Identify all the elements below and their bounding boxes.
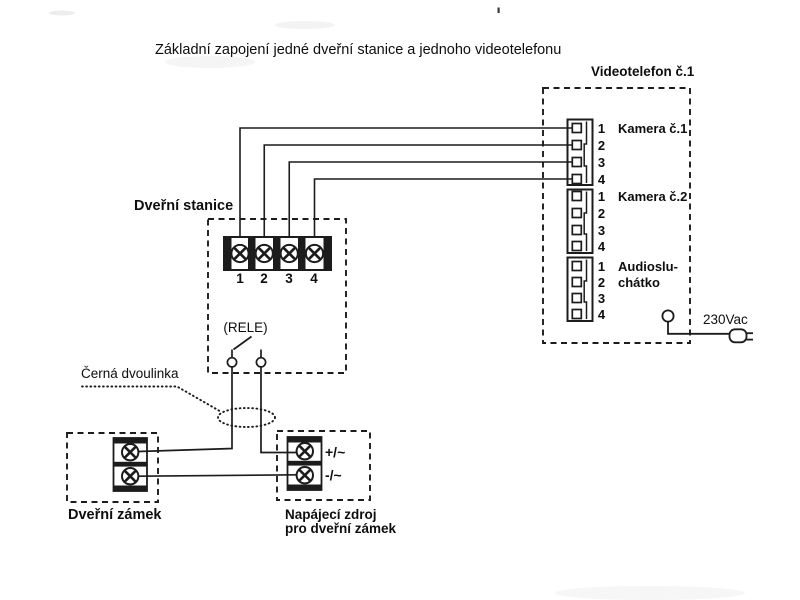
- pin-number: 1: [597, 120, 606, 136]
- camera1-pin: [571, 156, 583, 168]
- audio-pin: [571, 308, 583, 320]
- power-inlet-circle: [661, 309, 675, 323]
- pin-number: 4: [597, 306, 606, 322]
- wire-terminal1-pin1: [239, 127, 576, 236]
- pin-number: 2: [597, 205, 606, 221]
- connector-label-kamera1: Kamera č.1: [618, 120, 688, 136]
- connector-label-kamera2: Kamera č.2: [618, 188, 688, 204]
- pin-number: 3: [597, 222, 606, 238]
- diagram-title: Základní zapojení jedné dveřní stanice a…: [155, 42, 562, 58]
- camera1-pin: [571, 173, 583, 185]
- scan-smudge: [49, 10, 75, 16]
- camera2-connector-spine: [583, 191, 588, 251]
- pin-number: 3: [597, 154, 606, 170]
- camera2-pin: [571, 240, 583, 252]
- note-leader-line: [81, 385, 222, 413]
- power-supply-label-line1: Napájecí zdroj: [285, 506, 377, 522]
- wire-lock-to-supply: [138, 473, 298, 478]
- wire-terminal3-pin3: [288, 161, 576, 236]
- pin-number: 1: [597, 188, 606, 204]
- camera2-pin: [571, 190, 583, 202]
- cable-highlight-ellipse: [217, 407, 276, 428]
- cable-annotation: [81, 385, 276, 428]
- door-lock-box: [66, 432, 159, 503]
- pin-number: 4: [597, 238, 606, 254]
- camera1-pin: [571, 122, 583, 134]
- relay-switch: [226, 335, 267, 368]
- scan-smudge: [275, 21, 335, 29]
- door-station-terminal-number: 1: [236, 271, 244, 286]
- wire-lock-to-relay: [138, 366, 233, 453]
- connector-spines: [583, 121, 588, 319]
- audio-pin: [571, 260, 583, 272]
- plug-body: [728, 328, 748, 344]
- dashed-boxes: [66, 87, 691, 503]
- relay-contact: [226, 356, 238, 368]
- scan-speck: [497, 7, 500, 13]
- relay-contact: [255, 356, 267, 368]
- wire-terminal2-pin2: [263, 144, 576, 236]
- wire-relay-to-supply: [260, 366, 297, 454]
- scan-artifacts: [49, 7, 745, 600]
- lock-and-supply-screws: [121, 442, 314, 486]
- minus-terminal-label: -/~: [325, 467, 342, 483]
- pin-number: 2: [597, 274, 606, 290]
- camera2-pin: [571, 207, 583, 219]
- scan-smudge: [555, 586, 745, 600]
- screw-terminals: [230, 243, 325, 264]
- door-station-terminal-number: 4: [310, 271, 318, 286]
- door-station-terminal-number: 2: [260, 271, 268, 286]
- terminal-block-dividers: [224, 237, 331, 270]
- door-station-terminal-number: 3: [285, 271, 293, 286]
- videotelefon-label: Videotelefon č.1: [591, 64, 695, 79]
- relay-label: (RELE): [223, 319, 268, 335]
- pin-number: 2: [597, 137, 606, 153]
- power-supply-label-line2: pro dveřní zámek: [285, 521, 397, 536]
- plus-terminal-label: +/~: [325, 443, 346, 460]
- wire-note-label: Černá dvoulinka: [81, 366, 179, 381]
- door-station-box: [207, 218, 347, 374]
- audio-pin: [571, 276, 583, 288]
- connector-pins: [571, 122, 583, 320]
- audio-connector-spine: [583, 259, 588, 319]
- audio-pin: [571, 292, 583, 304]
- voltage-label: 230Vac: [703, 312, 748, 327]
- door-station-label: Dveřní stanice: [134, 198, 234, 214]
- connector-label-audio-line2: chátko: [618, 274, 660, 290]
- signal-wires: [239, 127, 576, 236]
- lock-circuit-wires: [138, 366, 298, 478]
- connector-label-audio-line1: Audioslu-: [618, 258, 678, 274]
- pin-number: 4: [597, 171, 606, 187]
- power-plug: [661, 309, 753, 344]
- relay-arm: [233, 335, 252, 351]
- camera1-connector-spine: [583, 121, 588, 183]
- videotelefon-box: [542, 87, 691, 344]
- door-lock-label: Dveřní zámek: [68, 507, 162, 523]
- power-cord: [667, 321, 730, 335]
- camera1-pin: [571, 139, 583, 151]
- door-station-terminal-block: [223, 236, 332, 271]
- power-supply-box: [276, 430, 371, 501]
- wire-terminal4-pin4: [313, 178, 576, 236]
- pin-number: 3: [597, 290, 606, 306]
- scan-smudge: [165, 56, 255, 68]
- pin-number: 1: [597, 258, 606, 274]
- camera2-pin: [571, 224, 583, 236]
